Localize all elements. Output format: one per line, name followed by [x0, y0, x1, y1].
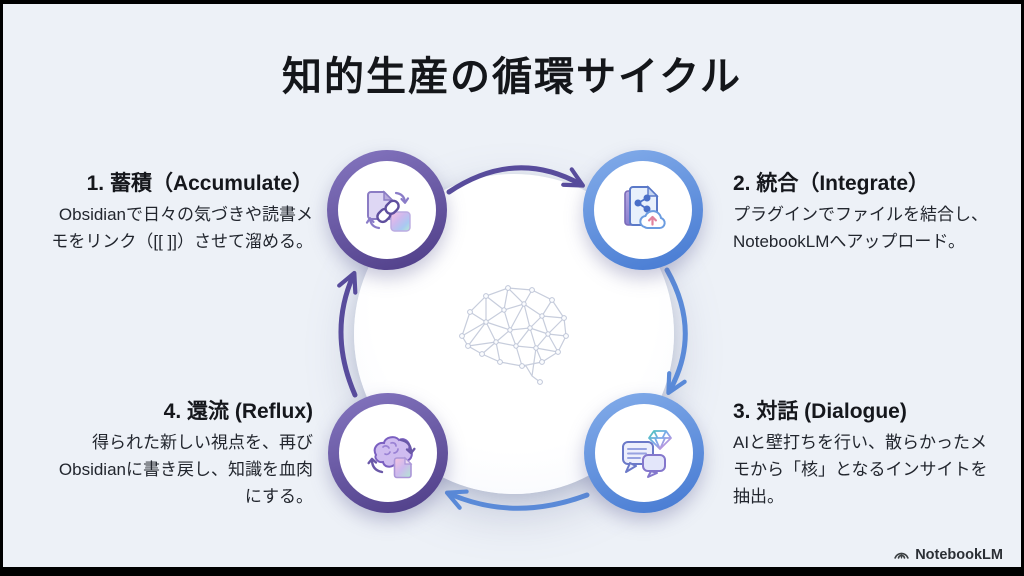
file-graph-cloud-upload-icon	[624, 185, 666, 229]
brain-document-cycle-icon	[367, 436, 416, 479]
text-block-dialogue: 3. 対話 (Dialogue) AIと壁打ちを行い、散らかったメモから「核」と…	[733, 398, 999, 511]
arrow-3-to-4	[444, 489, 590, 511]
arrow-4-to-1	[337, 270, 358, 398]
notebooklm-brand-label: NotebookLM	[915, 546, 1003, 563]
node-reflux	[328, 393, 448, 513]
accumulate-heading: 1. 蓄積（Accumulate）	[86, 172, 313, 195]
node-integrate	[583, 150, 703, 270]
node-dialogue	[584, 393, 704, 513]
node-accumulate-inner	[338, 161, 436, 259]
integrate-heading: 2. 統合（Integrate）	[733, 172, 930, 195]
network-brain-illustration	[459, 285, 569, 385]
link-documents-icon	[365, 190, 411, 232]
notebooklm-logo-icon	[894, 552, 909, 559]
dialogue-body: AIと壁打ちを行い、散らかったメモから「核」となるインサイトを抽出。	[733, 433, 988, 507]
node-accumulate	[327, 150, 447, 270]
text-block-reflux: 4. 還流 (Reflux) 得られた新しい視点を、再びObsidianに書き戻…	[45, 398, 313, 511]
reflux-body: 得られた新しい視点を、再びObsidianに書き戻し、知識を血肉にする。	[58, 433, 313, 507]
slide-canvas: 知的生産の循環サイクル	[3, 4, 1021, 567]
dialogue-heading: 3. 対話 (Dialogue)	[733, 400, 907, 423]
page-title: 知的生産の循環サイクル	[282, 55, 742, 99]
reflux-heading: 4. 還流 (Reflux)	[163, 400, 313, 423]
text-block-integrate: 2. 統合（Integrate） プラグインでファイルを結合し、Notebook…	[733, 170, 999, 256]
accumulate-body: Obsidianで日々の気づきや読書メモをリンク（[[ ]]）させて溜める。	[51, 205, 313, 252]
text-block-accumulate: 1. 蓄積（Accumulate） Obsidianで日々の気づきや読書メモをリ…	[43, 170, 313, 256]
node-integrate-inner	[594, 161, 692, 259]
integrate-body: プラグインでファイルを結合し、NotebookLMへアップロード。	[733, 205, 988, 252]
chat-diamond-icon	[622, 430, 672, 478]
node-reflux-inner	[339, 404, 437, 502]
node-dialogue-inner	[595, 404, 693, 502]
notebooklm-brand: NotebookLM	[893, 546, 1003, 563]
